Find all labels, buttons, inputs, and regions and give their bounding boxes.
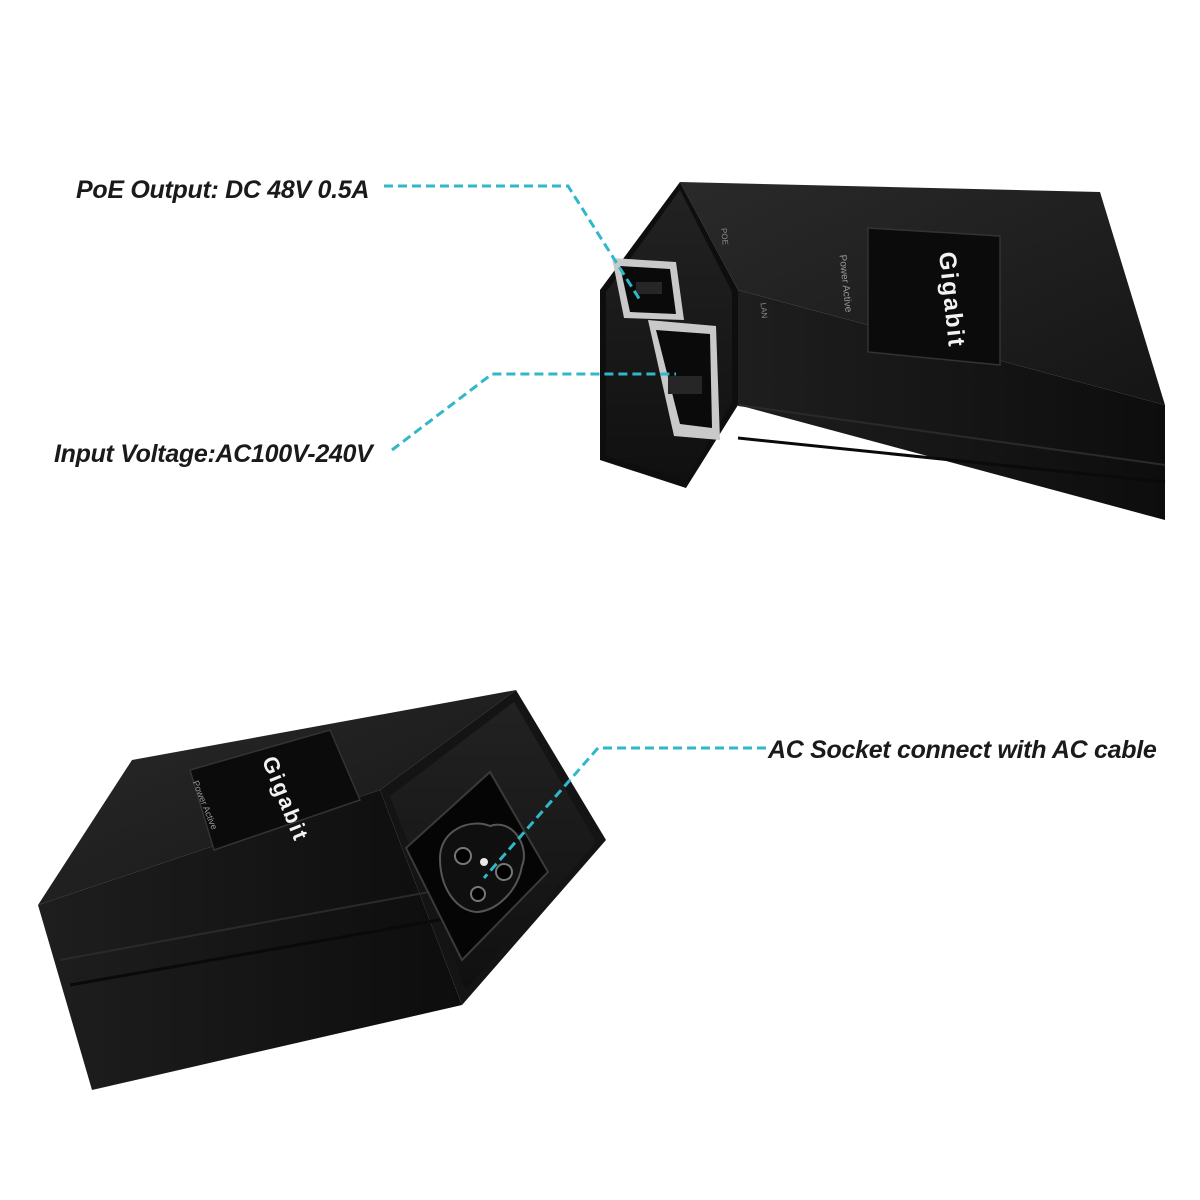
leader-line-poe-output — [384, 184, 642, 301]
port-label-poe: POE — [719, 227, 730, 246]
callout-poe-output: PoE Output: DC 48V 0.5A — [76, 176, 370, 204]
rj45-port-lan — [648, 320, 720, 440]
rj45-port-poe — [612, 258, 684, 320]
leader-line-ac-socket — [482, 746, 766, 879]
label-panel-back — [189, 729, 362, 851]
callout-ac-socket: AC Socket connect with AC cable — [768, 736, 1157, 764]
callout-input-voltage: Input Voltage:AC100V-240V — [54, 440, 373, 468]
port-label-lan: LAN — [758, 302, 770, 319]
ac-socket-icon — [404, 770, 550, 962]
label-panel — [867, 227, 1001, 366]
